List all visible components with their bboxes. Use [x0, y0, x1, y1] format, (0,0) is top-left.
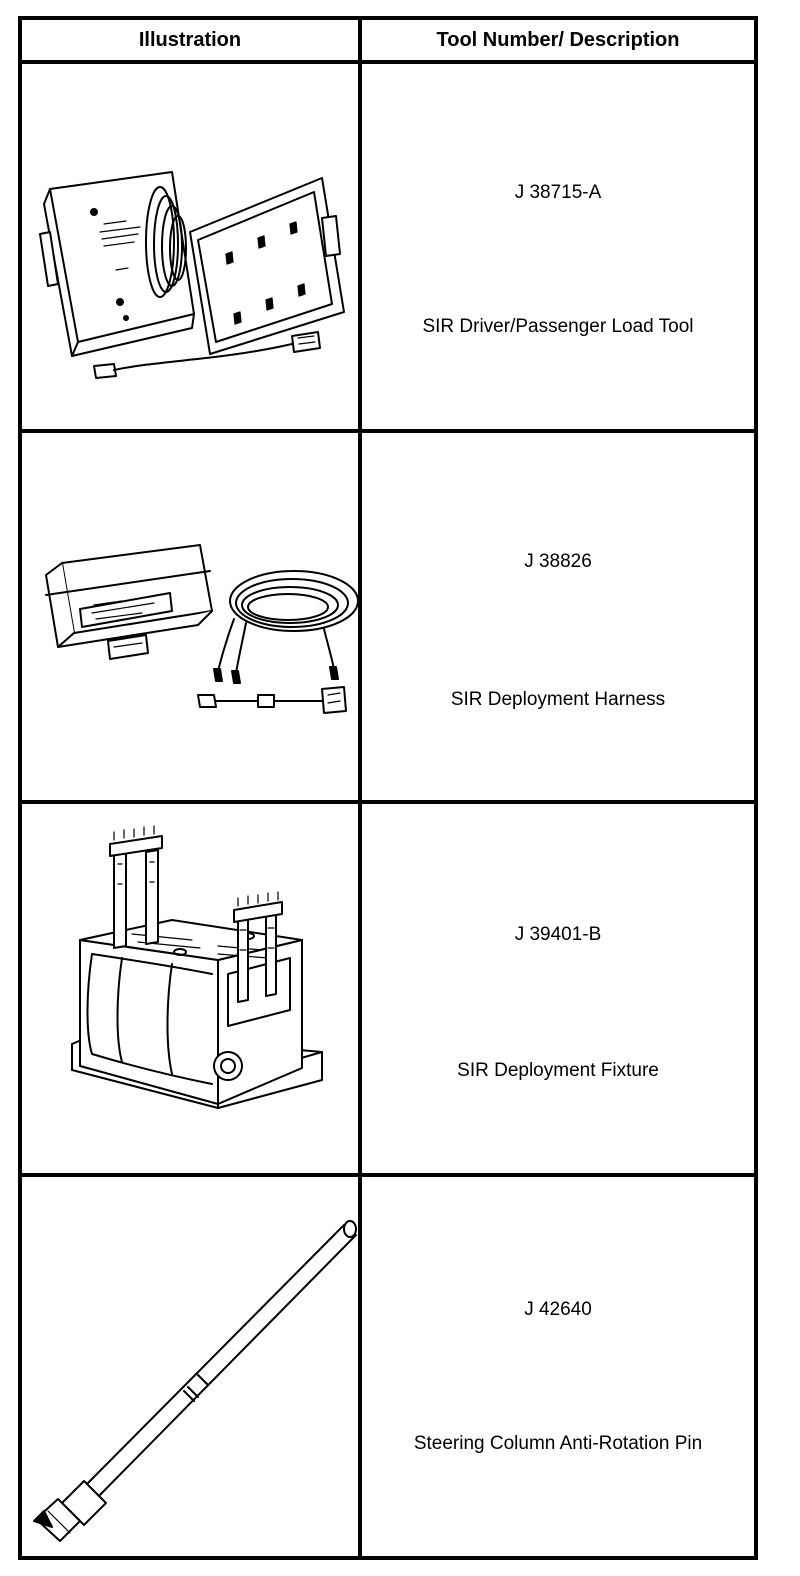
tool-number: J 38715-A	[514, 182, 602, 203]
table-border-top	[18, 16, 758, 20]
tool-number: J 39401-B	[514, 924, 602, 945]
header-tool-description: Tool Number/ Description	[436, 28, 680, 51]
tool-description: SIR Deployment Fixture	[457, 1060, 659, 1081]
table-row-3-illustration	[22, 804, 358, 1173]
table-row-1-text: J 38715-A SIR Driver/Passenger Load Tool	[362, 64, 754, 429]
load-tool-case-icon	[39, 171, 345, 379]
deployment-harness-icon	[45, 544, 358, 714]
row-divider	[18, 429, 758, 433]
table-border-right	[754, 16, 758, 1560]
table-row-2-text: J 38826 SIR Deployment Harness	[362, 433, 754, 800]
tool-number: J 38826	[524, 551, 592, 572]
tool-table: Illustration Tool Number/ Description	[18, 16, 758, 1560]
tool-number: J 42640	[524, 1299, 592, 1320]
table-border-bottom	[18, 1556, 758, 1560]
tool-description: Steering Column Anti-Rotation Pin	[413, 1433, 703, 1454]
row-divider	[18, 800, 758, 804]
table-border-left	[18, 16, 22, 1560]
table-row-4-text: J 42640 Steering Column Anti-Rotation Pi…	[362, 1177, 754, 1556]
table-row-1-illustration	[22, 64, 358, 429]
table-row-2-illustration	[22, 433, 358, 800]
header-illustration: Illustration	[138, 28, 242, 51]
anti-rotation-pin-icon	[33, 1220, 357, 1542]
tool-description: SIR Driver/Passenger Load Tool	[422, 316, 694, 337]
table-row-4-illustration	[22, 1177, 358, 1556]
tool-description: SIR Deployment Harness	[450, 689, 666, 710]
column-divider	[358, 16, 362, 1560]
header-divider	[18, 60, 758, 64]
deployment-fixture-icon	[71, 825, 323, 1109]
row-divider	[18, 1173, 758, 1177]
table-row-3-text: J 39401-B SIR Deployment Fixture	[362, 804, 754, 1173]
